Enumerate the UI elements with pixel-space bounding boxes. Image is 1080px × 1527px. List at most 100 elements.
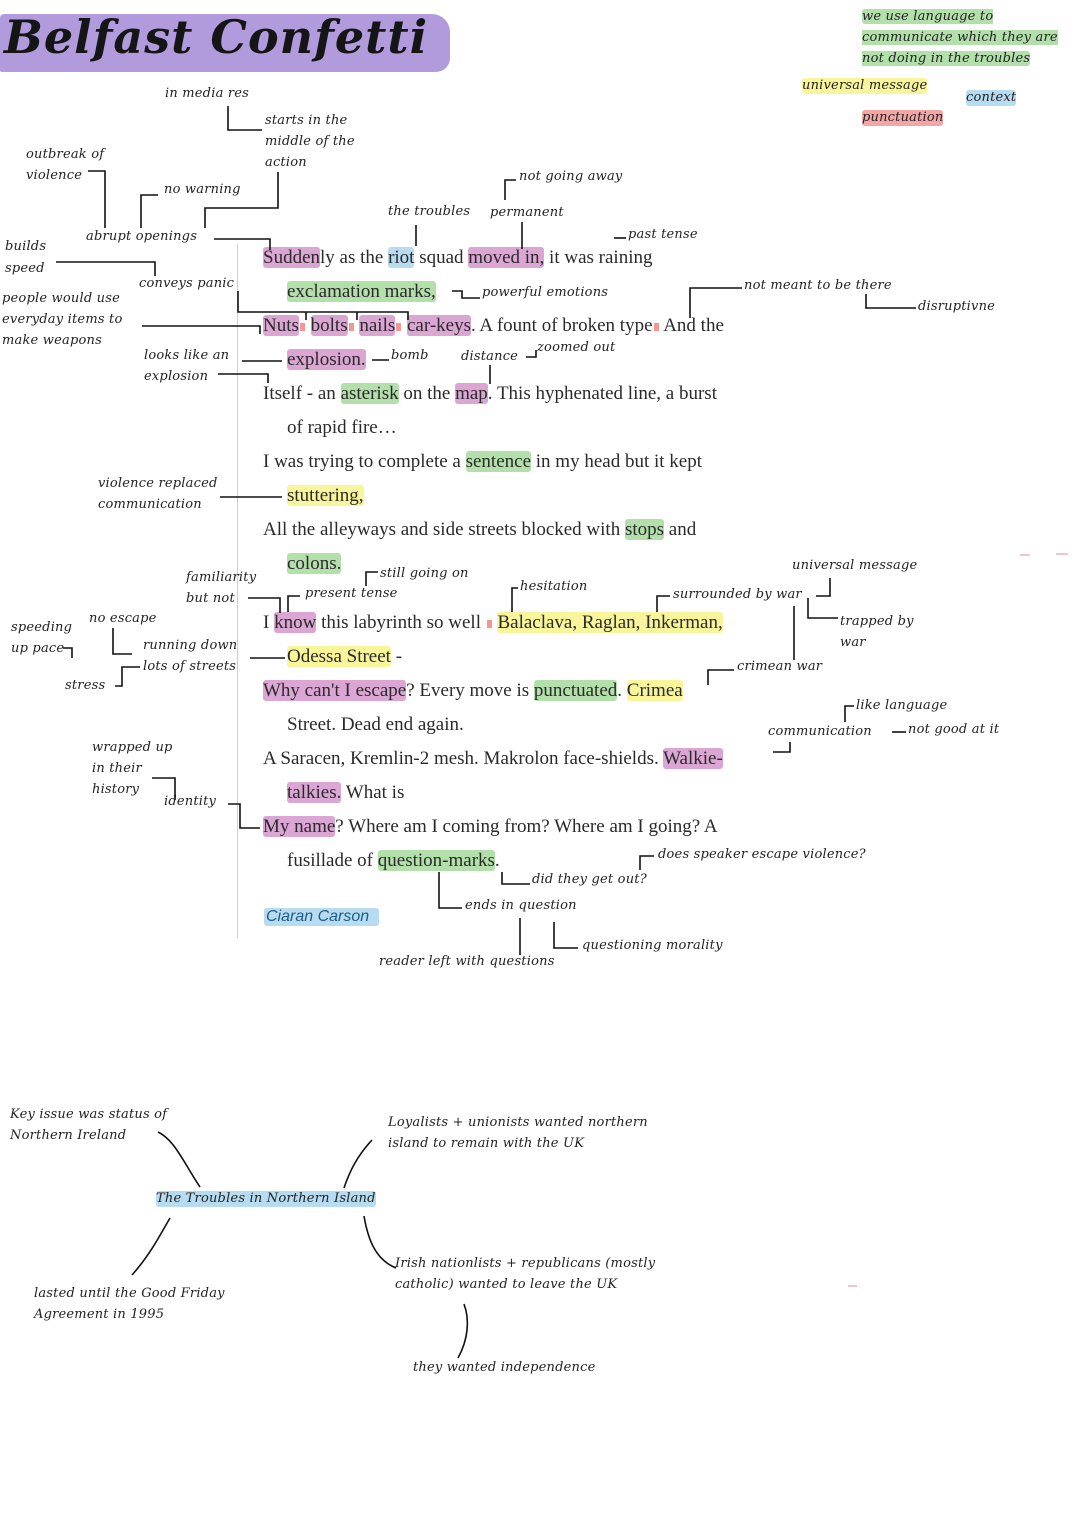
poem-line-16: talkies. What is [287, 782, 405, 803]
note-identity: identity [164, 794, 217, 809]
connector-abrupt [214, 238, 271, 250]
poem-line-17: My name? Where am I coming from? Where a… [263, 816, 718, 837]
note-wrapped-up: wrapped up in their history [92, 740, 173, 797]
connector-outbreak [88, 170, 106, 228]
connector-walkie [773, 742, 791, 753]
note-abrupt-openings: abrupt openings [86, 229, 198, 244]
legend-universal-message: universal message [802, 78, 928, 95]
connector-zoomed [526, 350, 537, 358]
connector-present-tense [287, 595, 300, 612]
stray-mark [1020, 554, 1030, 556]
note-crimean-war: crimean war [737, 659, 823, 674]
note-ends-in-question: ends in question [465, 898, 577, 913]
connector-does-escape [639, 855, 654, 870]
note-trapped-by-war: trapped by war [840, 614, 914, 650]
note-violence-replaced: violence replaced communication [98, 476, 218, 512]
mindmap-key-issue: Key issue was status of Northern Ireland [10, 1107, 168, 1143]
poem-line-3: Nuts bolts nails car-keys. A fount of br… [263, 315, 724, 336]
note-present-tense: present tense [305, 586, 398, 601]
poem-line-13: Why can't I escape? Every move is punctu… [263, 680, 683, 701]
note-familiarity: familiarity but not [186, 570, 257, 606]
note-running-down: running down lots of streets [143, 638, 238, 674]
note-hesitation: hesitation [520, 579, 588, 594]
mindmap-link-loyalists [343, 1139, 373, 1189]
mindmap-lasted-until: lasted until the Good Friday Agreement i… [34, 1286, 225, 1322]
poem-author: Ciaran Carson [264, 908, 380, 926]
connector-builds-speed [56, 261, 156, 276]
note-speeding-up: speeding up pace [11, 620, 73, 656]
stray-mark [1056, 553, 1068, 555]
connector-familiarity [248, 597, 281, 613]
connector-disruptive [865, 294, 916, 309]
poem-line-10: colons. [287, 553, 342, 574]
note-universal-message: universal message [792, 558, 918, 573]
connector-conveys-panic [237, 291, 409, 320]
connector-surrounded [656, 595, 670, 612]
poem-line-2: exclamation marks, [287, 281, 436, 302]
note-everyday-items: people would use everyday items to make … [2, 291, 123, 348]
note-not-going-away: not going away [519, 169, 623, 184]
poem-line-11: I know this labyrinth so well Balaclava,… [263, 612, 723, 633]
connector-wrapped [152, 777, 176, 800]
legend-intro: we use language to communicate which the… [862, 9, 1058, 66]
note-not-good: not good at it [908, 722, 1000, 737]
note-disruptive: disruptivne [918, 299, 996, 314]
connector-not-meant [689, 287, 742, 318]
poem-line-12: Odessa Street - [287, 646, 403, 667]
title-highlight [0, 14, 450, 72]
legend-context: context [966, 90, 1017, 107]
poem-line-1: Suddenly as the riot squad moved in, it … [263, 247, 653, 268]
poem-line-5: Itself - an asterisk on the map. This hy… [263, 383, 717, 404]
note-the-troubles: the troubles [388, 204, 471, 219]
note-stress: stress [65, 678, 106, 693]
note-builds-speed: builds speed [5, 239, 47, 276]
poem-line-6: of rapid fire… [287, 417, 397, 438]
note-zoomed-out: zoomed out [537, 340, 616, 355]
poem-line-8: stuttering, [287, 485, 364, 506]
mindmap-center: The Troubles in Northern Island [156, 1191, 376, 1208]
connector-speeding [63, 647, 73, 658]
poem-line-15: A Saracen, Kremlin-2 mesh. Makrolon face… [263, 748, 723, 769]
poem-line-4: explosion. [287, 349, 366, 370]
note-surrounded-by-war: surrounded by war [673, 587, 802, 602]
note-no-escape: no escape [89, 611, 157, 626]
connector-questioning [553, 922, 578, 949]
stray-mark [848, 1285, 857, 1287]
connector-ends-question [438, 872, 462, 909]
note-starts-middle: starts in the middle of the action [265, 113, 355, 170]
mindmap-link-lasted [131, 1217, 171, 1276]
connector-not-going-away [504, 179, 516, 200]
page-title: Belfast Confetti [4, 10, 429, 64]
note-permanent: permanent [490, 205, 564, 220]
connector-like-language [844, 705, 854, 722]
connector-everyday [142, 325, 261, 334]
poem-line-18: fusillade of question-marks. [287, 850, 500, 871]
note-distance: distance [461, 349, 519, 364]
note-did-they-get-out: did they get out? [532, 872, 647, 887]
mindmap-loyalists: Loyalists + unionists wanted northern is… [388, 1115, 648, 1151]
note-like-language: like language [856, 698, 948, 713]
connector-starts-middle [204, 172, 279, 228]
connector-explosion-line [218, 373, 269, 383]
mindmap-nationalists: Irish nationlists + republicans (mostly … [395, 1256, 656, 1292]
connector-no-warning [140, 194, 158, 228]
note-bomb: bomb [391, 348, 429, 363]
connector-crimean [707, 669, 734, 685]
connector-universal [816, 578, 831, 597]
connector-lots-streets [115, 666, 140, 687]
connector-no-escape [112, 628, 132, 655]
connector-in-media-res [227, 106, 262, 131]
poem-margin-line [237, 244, 238, 938]
note-questioning-morality: questioning morality [582, 938, 723, 953]
mindmap-link-key-issue [157, 1131, 201, 1188]
note-outbreak: outbreak of violence [26, 147, 105, 183]
note-conveys-panic: conveys panic [139, 276, 235, 291]
connector-identity [228, 803, 260, 829]
connector-still-going [365, 571, 378, 586]
note-no-warning: no warning [164, 182, 241, 197]
mindmap-independence: they wanted independence [413, 1360, 596, 1375]
note-reader-left: reader left with questions [379, 954, 555, 969]
mindmap-link-nationalists [363, 1215, 397, 1269]
note-still-going-on: still going on [380, 566, 469, 581]
